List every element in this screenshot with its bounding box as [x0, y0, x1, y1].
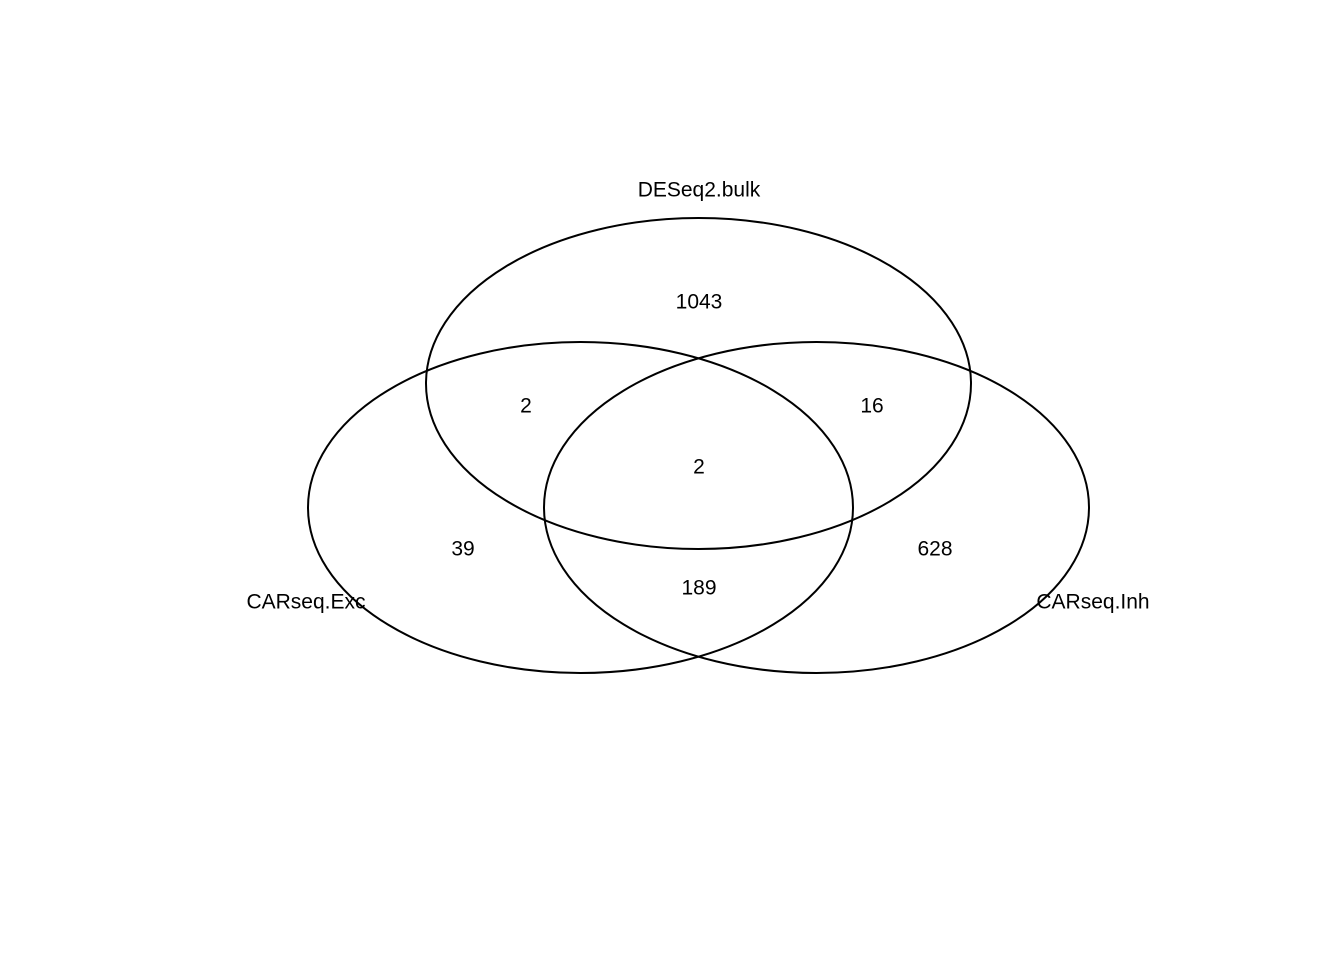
count-exc-only: 39 — [451, 538, 474, 561]
set-label-deseq2-bulk: DESeq2.bulk — [638, 179, 761, 202]
count-exc-inh: 189 — [681, 577, 716, 600]
set-ellipse-carseq-inh — [543, 341, 1090, 674]
count-all-three: 2 — [693, 456, 705, 479]
set-label-carseq-inh: CARseq.Inh — [1036, 591, 1149, 614]
count-deseq2-exc: 2 — [520, 395, 532, 418]
set-ellipse-deseq2-bulk — [425, 217, 972, 550]
set-label-carseq-exc: CARseq.Exc — [246, 591, 365, 614]
count-inh-only: 628 — [917, 538, 952, 561]
count-deseq2-only: 1043 — [676, 291, 723, 314]
count-deseq2-inh: 16 — [860, 395, 883, 418]
set-ellipse-carseq-exc — [307, 341, 854, 674]
